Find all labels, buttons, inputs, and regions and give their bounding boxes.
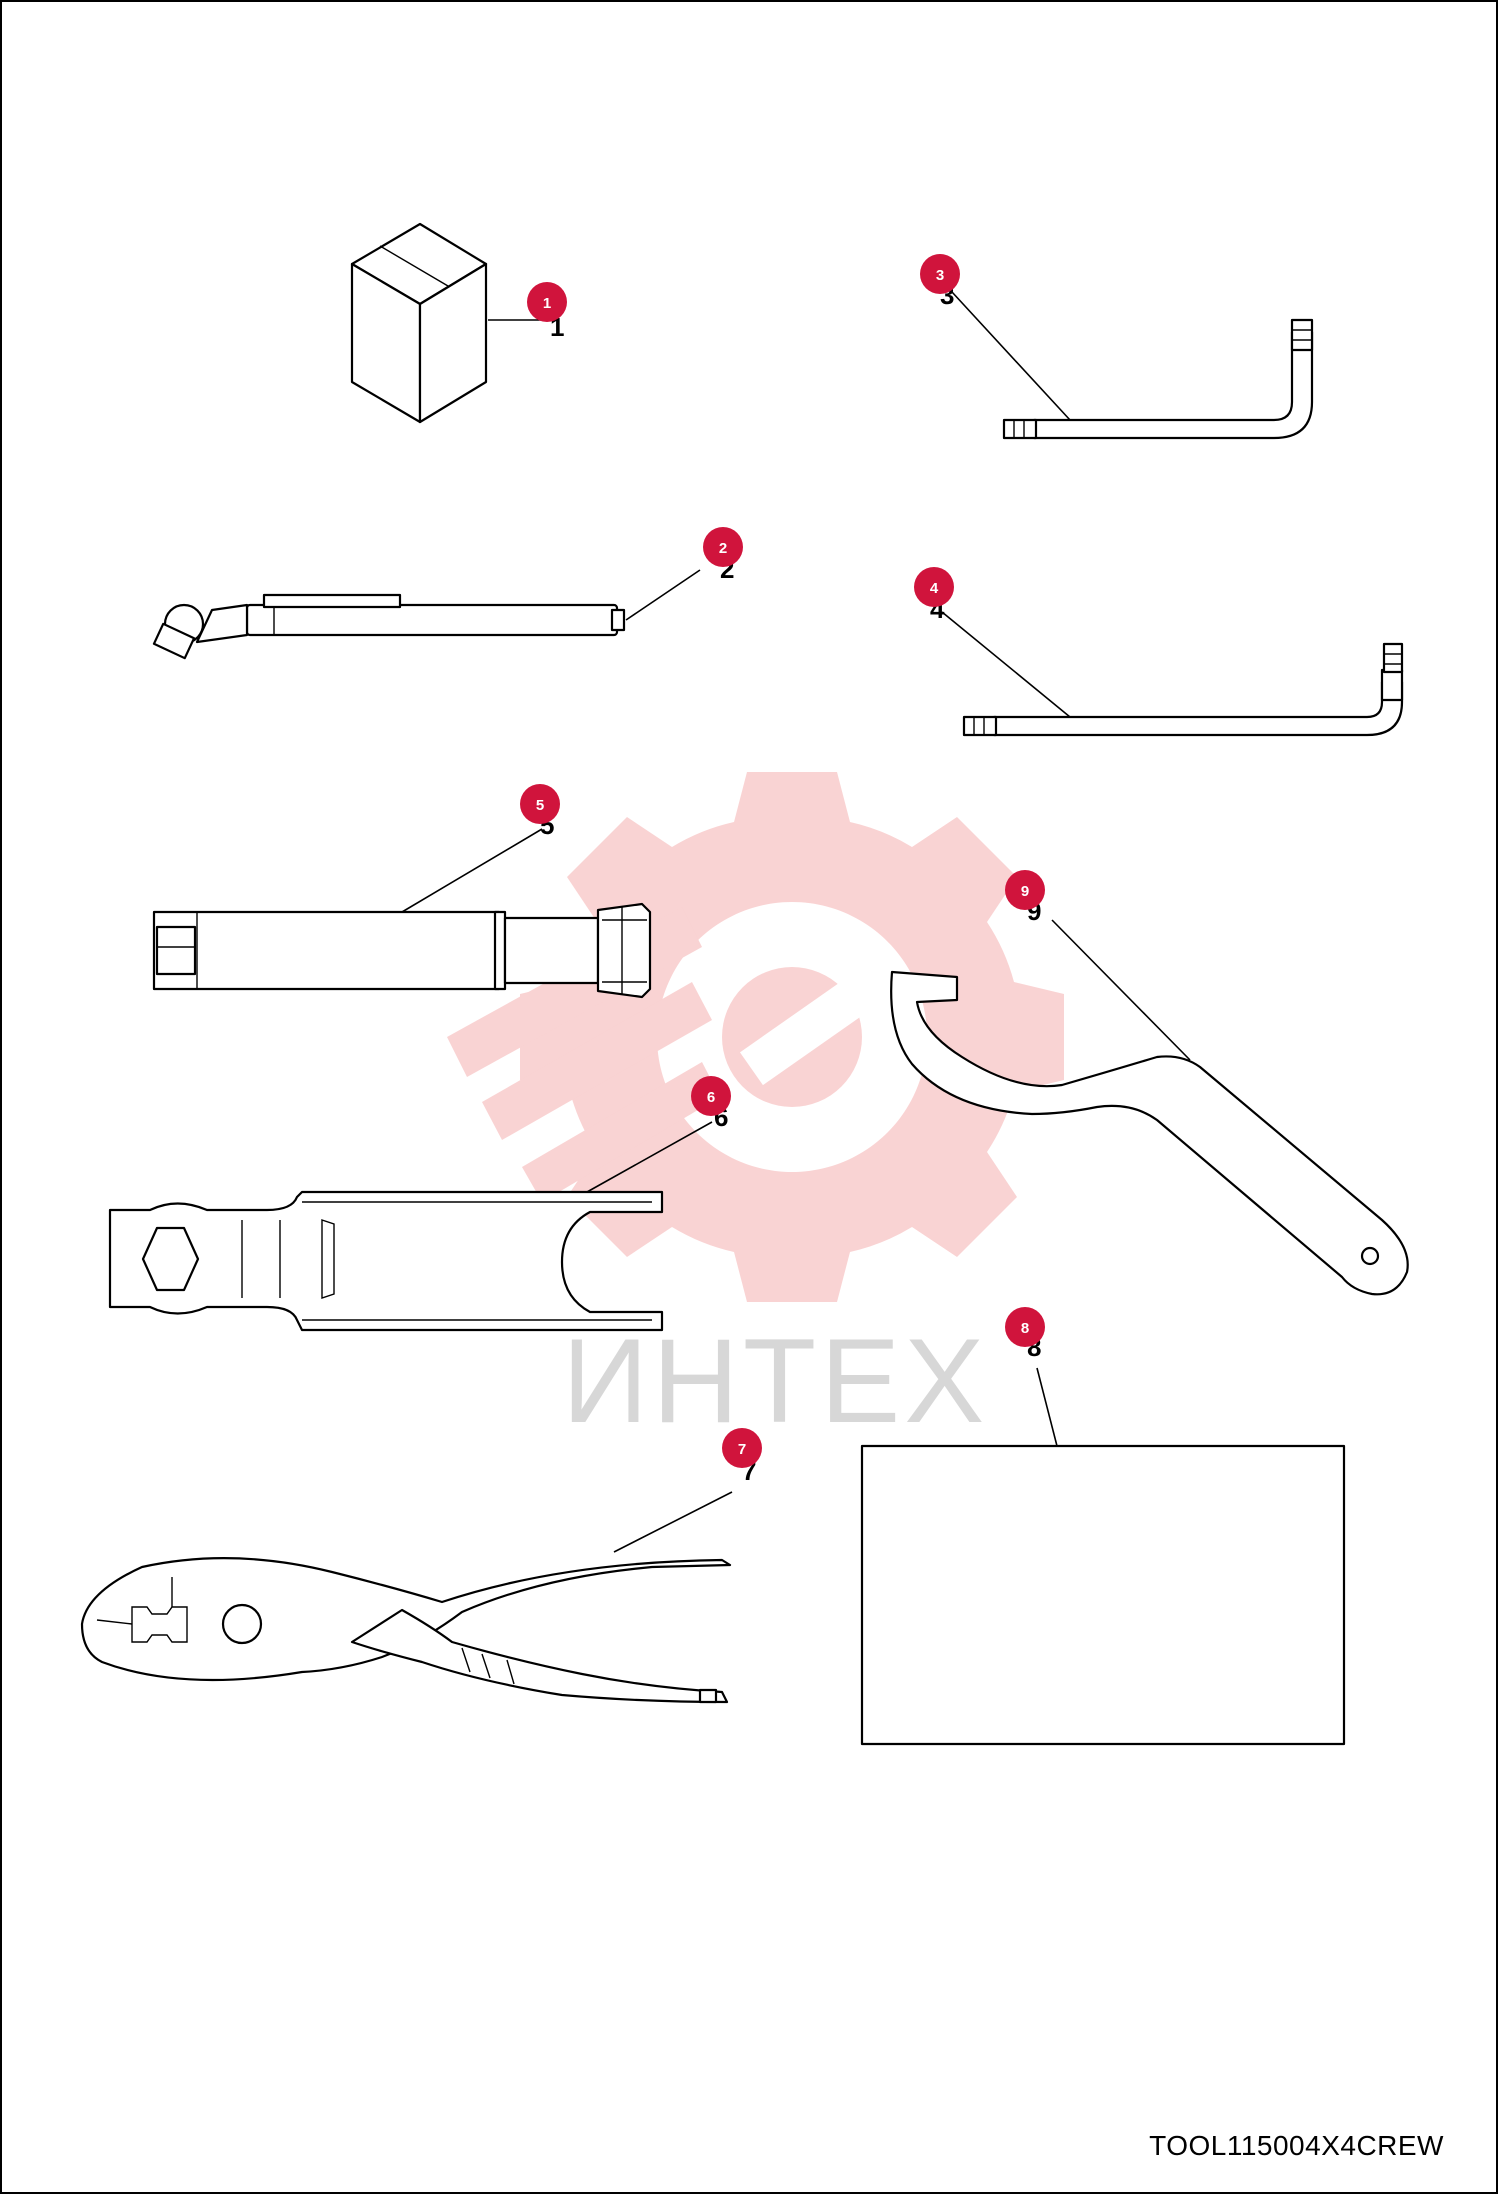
svg-text:6: 6: [707, 1089, 715, 1106]
svg-text:1: 1: [543, 295, 551, 312]
callout-badge-3[interactable]: 3: [920, 254, 960, 294]
tool-1-box[interactable]: [350, 222, 488, 424]
tool-2-pressure-gauge[interactable]: [152, 593, 626, 660]
tool-4-hex-key[interactable]: [962, 642, 1404, 737]
callout-badge-6[interactable]: 6: [691, 1076, 731, 1116]
leader-lines: [401, 291, 1191, 1553]
callout-badge-7[interactable]: 7: [722, 1428, 762, 1468]
callout-badges: 1 2 3 4 5 6 7 8: [520, 254, 1045, 1468]
watermark-text: ИНТЕХ: [562, 1314, 988, 1448]
callout-badge-2[interactable]: 2: [703, 527, 743, 567]
svg-text:5: 5: [536, 797, 544, 814]
callout-badge-8[interactable]: 8: [1005, 1307, 1045, 1347]
callout-badge-4[interactable]: 4: [914, 567, 954, 607]
svg-text:8: 8: [1021, 1320, 1029, 1337]
tool-9-hook-spanner[interactable]: [890, 970, 1409, 1296]
svg-text:4: 4: [930, 580, 939, 597]
callout-badge-1[interactable]: 1: [527, 282, 567, 322]
reference-code: TOOL115004X4CREW: [1149, 2130, 1444, 2161]
tool-3-hex-key[interactable]: [1002, 318, 1314, 440]
svg-text:2: 2: [719, 540, 727, 557]
svg-text:9: 9: [1021, 883, 1029, 900]
tool-6-spanner[interactable]: [108, 1190, 664, 1332]
callout-badge-9[interactable]: 9: [1005, 870, 1045, 910]
callout-badge-5[interactable]: 5: [520, 784, 560, 824]
tool-8-manual-sheet[interactable]: [860, 1444, 1346, 1746]
tool-7-pliers[interactable]: [80, 1557, 732, 1704]
svg-text:3: 3: [936, 267, 944, 284]
svg-text:7: 7: [738, 1441, 746, 1458]
tool-5-socket-extension[interactable]: [152, 902, 652, 999]
